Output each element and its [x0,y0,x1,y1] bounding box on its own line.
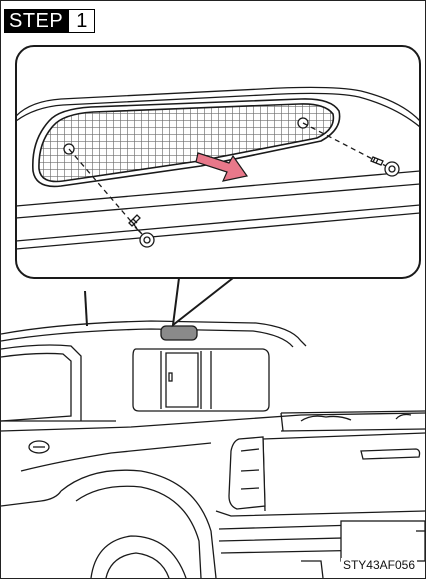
truck-illustration [1,291,425,578]
figure-reference-code: STY43AF056 [341,558,417,572]
step-label: STEP [4,9,68,33]
step-header: STEP 1 [4,9,95,33]
step-number: 1 [68,9,95,33]
